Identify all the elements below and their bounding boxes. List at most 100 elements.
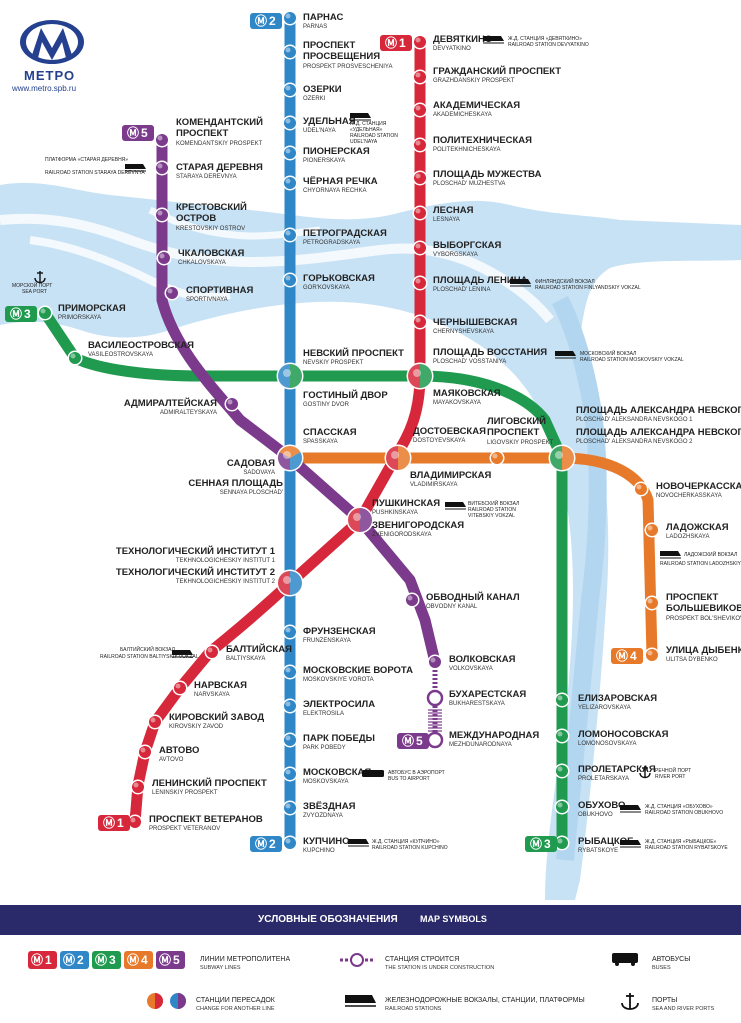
- station-baltiyskaya[interactable]: [204, 644, 220, 660]
- station-moskovskaya[interactable]: [282, 766, 298, 782]
- station-name-ru: СПАССКАЯ: [303, 427, 357, 438]
- station-name-en: LIGOVSKIY PROSPEKT: [487, 440, 554, 446]
- station-name-ru: ПИОНЕРСКАЯ: [303, 146, 370, 157]
- legend-construction-ru: СТАНЦИЯ СТРОИТСЯ: [385, 956, 459, 963]
- station-name-en: GOSTINY DVOR: [303, 402, 350, 408]
- station-sportivnaya[interactable]: [164, 285, 180, 301]
- metro-m-icon: Ⓜ: [127, 952, 139, 967]
- station-muzhestva[interactable]: [412, 170, 428, 186]
- station-name-en: PARNAS: [303, 24, 327, 30]
- station-zvyozdnaya[interactable]: [282, 800, 298, 816]
- station-parkpobedy[interactable]: [282, 732, 298, 748]
- station-ligovsky[interactable]: [489, 450, 505, 466]
- station-nevsky[interactable]: [276, 362, 304, 390]
- station-name-ru: МЕЖДУНАРОДНАЯ: [449, 730, 539, 741]
- station-vosstaniya[interactable]: [406, 362, 434, 390]
- station-vyborgskaya[interactable]: [412, 240, 428, 256]
- station-name-en: ZVYOZDNAYA: [303, 813, 343, 819]
- station-ozerki[interactable]: [282, 82, 298, 98]
- station-sennaya[interactable]: [276, 444, 304, 472]
- rail-label-text: ПЛАТФОРМА «СТАРАЯ ДЕРЕВНЯ»: [45, 157, 128, 163]
- station-kupchino[interactable]: [282, 835, 298, 851]
- line-badge-number: 3: [24, 307, 31, 321]
- station-devyatkino[interactable]: [412, 34, 428, 50]
- station-pushkinskaya[interactable]: [346, 506, 374, 534]
- station-chkalovskaya[interactable]: [156, 250, 172, 266]
- line-1-path: [129, 42, 426, 823]
- station-akademicheskaya[interactable]: [412, 102, 428, 118]
- station-udelnaya[interactable]: [282, 115, 298, 131]
- station-name-en: GRAZHDANSKIY PROSPEKT: [433, 78, 515, 84]
- station-proletarskaya[interactable]: [554, 763, 570, 779]
- station-mosvorota[interactable]: [282, 664, 298, 680]
- station-staraya[interactable]: [154, 160, 170, 176]
- station-komendantsky[interactable]: [154, 132, 170, 148]
- station-leninsky[interactable]: [130, 779, 146, 795]
- line-badge-number: 1: [399, 36, 406, 50]
- station-chernayarechka[interactable]: [282, 175, 298, 191]
- station-lenina[interactable]: [412, 275, 428, 291]
- station-elektrosila[interactable]: [282, 698, 298, 714]
- station-ladozhskaya[interactable]: [644, 522, 660, 538]
- station-vladimirskaya[interactable]: [384, 444, 412, 472]
- station-petrogradskaya[interactable]: [282, 227, 298, 243]
- station-krestovsky[interactable]: [154, 207, 170, 223]
- station-politekh[interactable]: [412, 137, 428, 153]
- station-name-en: BUKHARESTSKAYA: [449, 701, 505, 707]
- station-elizarovskaya[interactable]: [554, 692, 570, 708]
- station-avtovo[interactable]: [137, 744, 153, 760]
- station-narvskaya[interactable]: [172, 680, 188, 696]
- station-pionerskaya[interactable]: [282, 145, 298, 161]
- station-prosvescheniya[interactable]: [282, 44, 298, 60]
- station-mezhdunarodnaya[interactable]: [426, 731, 444, 749]
- station-name-en: FRUNZENSKAYA: [303, 638, 351, 644]
- logo-url[interactable]: www.metro.spb.ru: [12, 84, 77, 93]
- station-tech2[interactable]: [276, 569, 304, 597]
- station-frunzenskaya[interactable]: [282, 624, 298, 640]
- train-icon: [350, 113, 371, 121]
- station-nevsky1[interactable]: [548, 444, 576, 472]
- station-lomonosovskaya[interactable]: [554, 728, 570, 744]
- station-rybatskoye[interactable]: [554, 835, 570, 851]
- metro-logo[interactable]: МЕТРО www.metro.spb.ru: [12, 18, 92, 98]
- station-obvodny[interactable]: [404, 592, 420, 608]
- legend-ports-en: SEA AND RIVER PORTS: [652, 1006, 715, 1012]
- station-bolshevikov[interactable]: [644, 595, 660, 611]
- station-admiralteyskaya[interactable]: [224, 396, 240, 412]
- station-dybenko[interactable]: [644, 647, 660, 663]
- station-obukhovo[interactable]: [554, 799, 570, 815]
- station-chernyshevskaya[interactable]: [412, 314, 428, 330]
- station-name-ru-part: КРЕСТОВСКИЙ: [176, 201, 247, 213]
- station-primorskaya[interactable]: [37, 305, 53, 321]
- station-name-ru: ПУШКИНСКАЯ: [372, 498, 440, 509]
- legend-ports-ru: ПОРТЫ: [652, 997, 677, 1004]
- station-veteranov[interactable]: [127, 814, 143, 830]
- station-gorkovskaya[interactable]: [282, 272, 298, 288]
- station-grazhdansky[interactable]: [412, 69, 428, 85]
- train-icon: [125, 164, 146, 172]
- station-novocherkasskaya[interactable]: [633, 481, 649, 497]
- station-kirovsky[interactable]: [147, 714, 163, 730]
- station-volkovskaya[interactable]: [427, 654, 443, 670]
- station-bukharestskaya[interactable]: [426, 689, 444, 707]
- station-lesnaya[interactable]: [412, 205, 428, 221]
- station-name-ru-part: ПРОСПЕКТ: [176, 128, 228, 139]
- station-name-en: DEVYATKINO: [433, 46, 471, 52]
- station-name-ru-part: ПРОСПЕКТ: [303, 40, 355, 51]
- station-name-ru: ПОЛИТЕХНИЧЕСКАЯ: [433, 135, 532, 146]
- train-icon: [620, 805, 641, 813]
- station-parnas[interactable]: [282, 10, 298, 26]
- station-vasileostrovskaya[interactable]: [67, 350, 83, 366]
- rail-label-text: RAILROAD STATION LADOZHSKIY VOKZAL: [660, 561, 741, 567]
- train-icon: [483, 36, 504, 44]
